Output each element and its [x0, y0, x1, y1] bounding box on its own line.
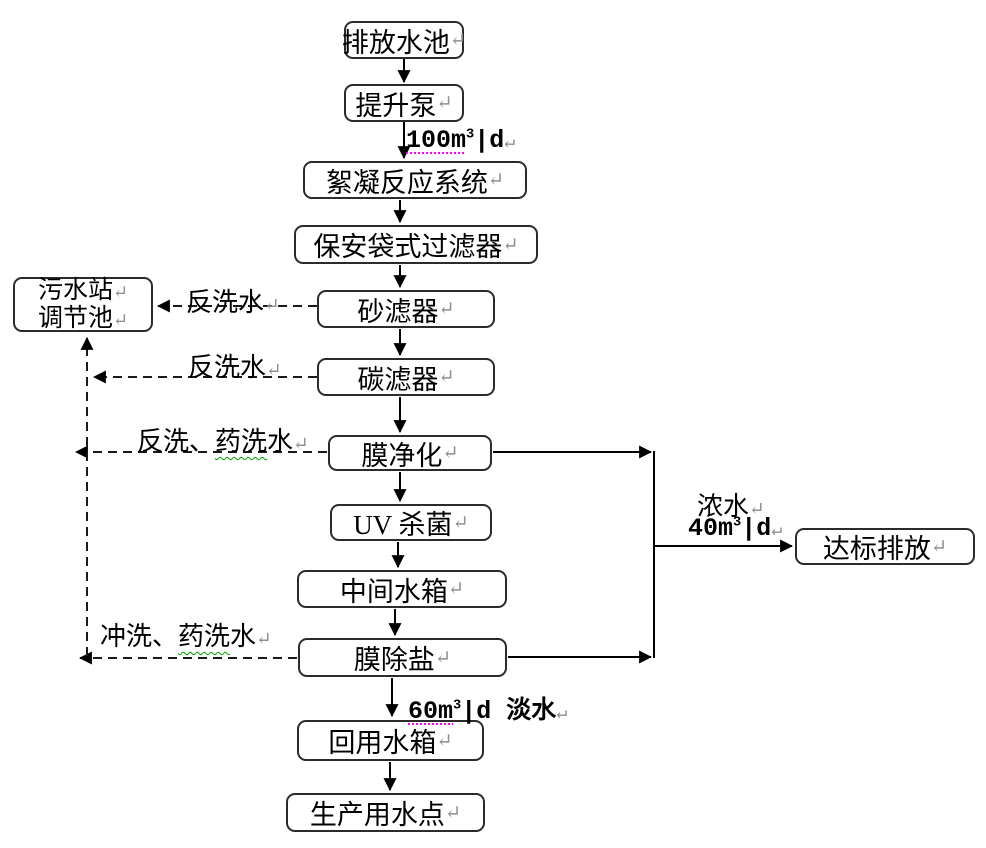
node-carbon-filter: 碳滤器↵ — [317, 358, 495, 396]
node-reuse-tank: 回用水箱↵ — [297, 720, 484, 761]
node-membrane-purification: 膜净化↵ — [328, 435, 492, 471]
node-production-water-point: 生产用水点↵ — [286, 793, 485, 832]
node-uv-sterilizer: UV 杀菌↵ — [330, 504, 492, 541]
label-backwash-carbon: 反洗水↵ — [188, 353, 282, 382]
label-freshwater-rate: 60m3|d 淡水↵ — [408, 697, 568, 726]
node-lift-pump: 提升泵↵ — [344, 84, 464, 122]
node-security-bag-filter: 保安袋式过滤器↵ — [294, 225, 538, 264]
label-concentrate-name: 浓水↵ — [697, 492, 765, 521]
label-concentrate-rate: 40m3|d↵ — [688, 514, 783, 543]
node-sewage-station-pool: 污水站↵ 调节池↵ — [13, 277, 153, 332]
node-intermediate-tank: 中间水箱↵ — [297, 570, 507, 608]
label-backwash-sand: 反洗水↵ — [186, 288, 280, 317]
node-flocculation-system: 絮凝反应系统↵ — [303, 161, 527, 199]
node-sewage-station-pool-line2: 调节池↵ — [37, 304, 129, 332]
label-rinse-chem-wash: 冲洗、药洗水↵ — [100, 622, 272, 651]
label-feed-rate: 100m3|d↵ — [406, 126, 516, 155]
node-discharge-pool: 排放水池↵ — [342, 21, 466, 59]
node-standard-discharge: 达标排放↵ — [795, 528, 975, 565]
node-sand-filter: 砂滤器↵ — [317, 290, 495, 328]
node-sewage-station-pool-line1: 污水站↵ — [37, 277, 129, 304]
label-backwash-chem-wash: 反洗、药洗水↵ — [137, 427, 309, 456]
node-membrane-desalination: 膜除盐↵ — [298, 638, 507, 677]
